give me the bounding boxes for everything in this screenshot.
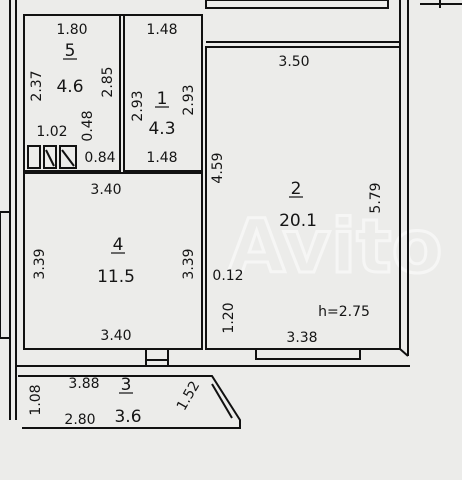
dim-room1-top: 1.48 <box>146 22 177 38</box>
balcony-diagonal-inner <box>211 383 233 419</box>
dim-room2-left-lower: 1.20 <box>221 302 237 333</box>
fixture-hatch-2 <box>45 149 55 167</box>
dim-room4-right: 3.39 <box>181 248 197 279</box>
room3-area: 3.6 <box>114 407 141 427</box>
watermark: Avito <box>228 204 442 290</box>
room1-outline <box>123 14 203 172</box>
right-corner <box>399 348 409 357</box>
dim-room5-small2: 0.84 <box>84 150 115 166</box>
dim-room2-bottom: 3.38 <box>286 330 317 346</box>
dim-room3-diagonal: 1.52 <box>174 379 203 414</box>
room2-number: 2 <box>291 179 302 199</box>
dim-room2-left-upper: 4.59 <box>210 152 226 183</box>
fixture-hatch-1 <box>61 149 75 167</box>
dim-room4-bottom: 3.40 <box>100 328 131 344</box>
dim-room5-right: 2.85 <box>100 66 116 97</box>
dim-room2-left-gap: 0.12 <box>212 268 243 284</box>
room5-number: 5 <box>65 41 76 61</box>
room4-outline <box>23 172 203 350</box>
room4-area: 11.5 <box>97 267 135 287</box>
room5-area: 4.6 <box>56 77 83 97</box>
dim-room1-left: 2.93 <box>130 90 146 121</box>
balcony-outline <box>18 375 241 429</box>
dim-room2-top: 3.50 <box>278 54 309 70</box>
room5-outline <box>23 14 121 172</box>
room4-number: 4 <box>113 235 124 255</box>
dim-room3-left: 1.08 <box>28 384 44 415</box>
room1-number: 1 <box>157 89 168 109</box>
dim-room5-bottom: 1.02 <box>36 124 67 140</box>
fixture-3 <box>59 145 77 169</box>
dim-room3-bottom: 2.80 <box>64 412 95 428</box>
dim-room4-top: 3.40 <box>90 182 121 198</box>
room2-bottom-window <box>255 348 361 360</box>
dim-room2-right: 5.79 <box>368 182 384 213</box>
dim-room5-left: 2.37 <box>29 70 45 101</box>
room2-top-window <box>205 0 389 9</box>
fixture-2 <box>43 145 57 169</box>
room3-number: 3 <box>121 375 132 395</box>
dim-room1-bottom: 1.48 <box>146 150 177 166</box>
dim-room5-small: 0.48 <box>80 110 96 141</box>
fixture-1 <box>27 145 41 169</box>
left-wall-segment <box>0 211 11 339</box>
room2-area: 20.1 <box>279 211 317 231</box>
dim-room1-right: 2.93 <box>181 84 197 115</box>
ceiling-height: h=2.75 <box>318 304 370 320</box>
walls <box>0 0 462 429</box>
dim-room4-left: 3.39 <box>32 248 48 279</box>
room1-area: 4.3 <box>148 119 175 139</box>
dim-room3-top: 3.88 <box>68 376 99 392</box>
dim-room5-top: 1.80 <box>56 22 87 38</box>
